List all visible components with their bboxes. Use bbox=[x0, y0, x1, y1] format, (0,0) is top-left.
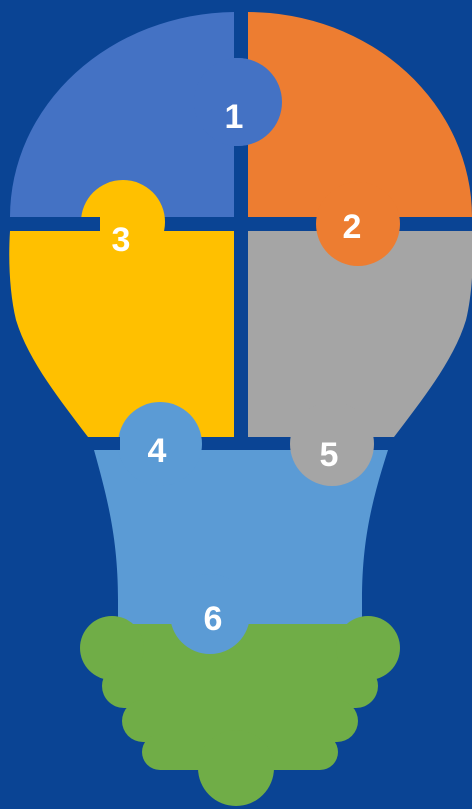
number-label-2: 2 bbox=[343, 208, 362, 246]
number-label-4: 4 bbox=[148, 432, 167, 470]
number-label-5: 5 bbox=[320, 436, 339, 474]
number-label-3: 3 bbox=[112, 221, 131, 259]
number-label-1: 1 bbox=[225, 98, 244, 136]
number-label-6: 6 bbox=[204, 600, 223, 638]
